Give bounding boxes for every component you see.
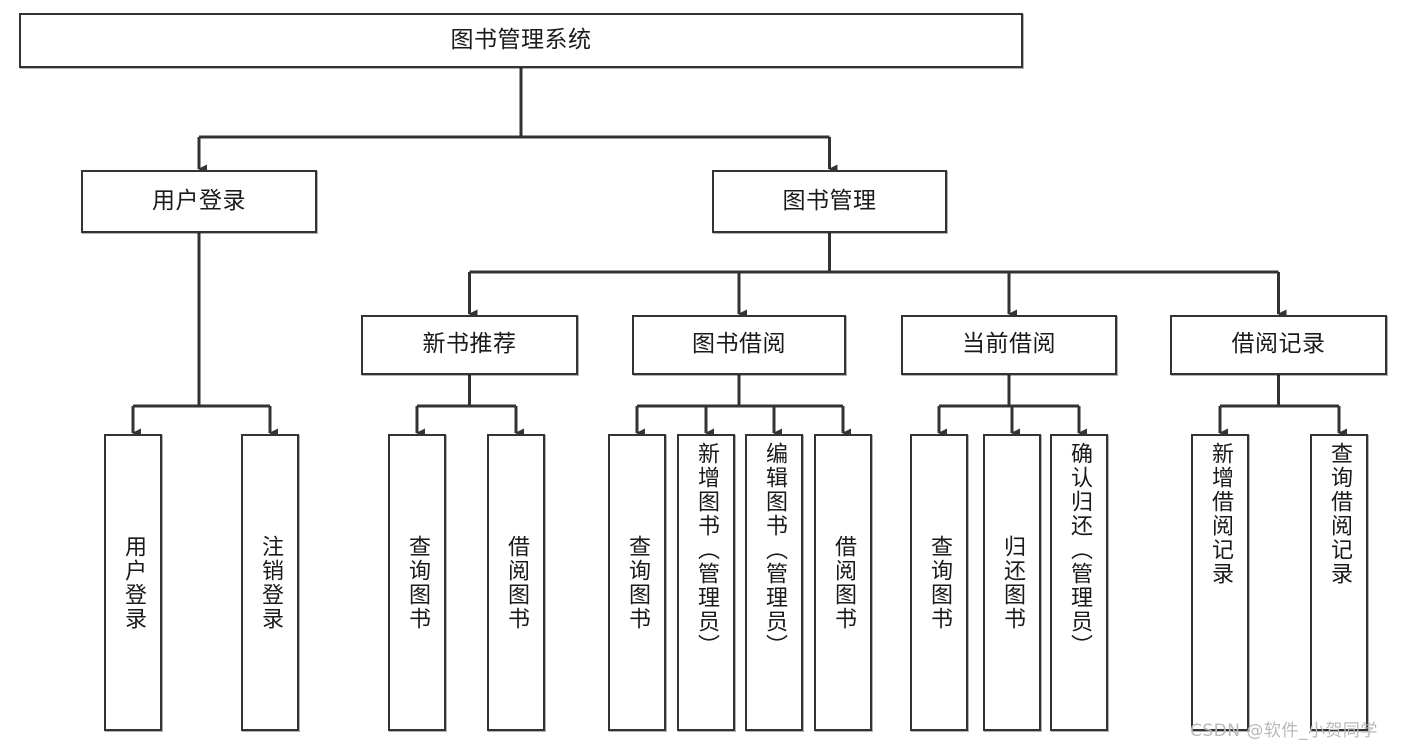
- node-cur-confirm-ret[interactable]: 确认归还（管理员）: [1050, 434, 1108, 731]
- node-current-borrow[interactable]: 当前借阅: [901, 315, 1117, 375]
- node-label-user-login: 用户登录: [152, 187, 246, 214]
- node-new-book-rec[interactable]: 新书推荐: [361, 315, 578, 375]
- node-rec-query-book[interactable]: 查询图书: [388, 434, 446, 731]
- node-label-current-borrow: 当前借阅: [962, 331, 1056, 358]
- node-rec-query-record[interactable]: 查询借阅记录: [1310, 434, 1368, 731]
- node-brw-add-book[interactable]: 新增图书（管理员）: [677, 434, 735, 731]
- node-label-rec-borrow-book: 借阅图书: [504, 534, 529, 631]
- node-label-login-user: 用户登录: [121, 534, 146, 631]
- node-label-root: 图书管理系统: [450, 26, 592, 53]
- node-label-new-book-rec: 新书推荐: [422, 331, 517, 358]
- node-label-logout-user: 注销登录: [258, 534, 283, 631]
- node-root[interactable]: 图书管理系统: [19, 13, 1023, 68]
- node-book-borrow[interactable]: 图书借阅: [632, 315, 846, 375]
- node-borrow-record[interactable]: 借阅记录: [1170, 315, 1387, 375]
- node-label-rec-query-book: 查询图书: [405, 534, 430, 631]
- node-label-brw-borrow-book: 借阅图书: [831, 534, 856, 631]
- node-label-book-manage: 图书管理: [782, 187, 877, 214]
- node-label-brw-add-book: 新增图书（管理员）: [694, 442, 719, 658]
- node-label-rec-query-record: 查询借阅记录: [1327, 442, 1352, 586]
- node-cur-query-book[interactable]: 查询图书: [910, 434, 968, 731]
- node-label-brw-edit-book: 编辑图书（管理员）: [762, 442, 787, 658]
- node-label-cur-query-book: 查询图书: [927, 534, 952, 631]
- node-label-borrow-record: 借阅记录: [1231, 331, 1326, 358]
- node-rec-add-record[interactable]: 新增借阅记录: [1191, 434, 1249, 731]
- node-label-book-borrow: 图书借阅: [692, 331, 786, 358]
- node-user-login[interactable]: 用户登录: [81, 170, 317, 233]
- node-brw-query-book[interactable]: 查询图书: [608, 434, 666, 731]
- watermark-text: CSDN @软件_小贺同学: [1190, 721, 1378, 741]
- node-label-cur-return-book: 归还图书: [1000, 534, 1025, 631]
- node-label-brw-query-book: 查询图书: [625, 534, 650, 631]
- node-brw-edit-book[interactable]: 编辑图书（管理员）: [745, 434, 803, 731]
- node-rec-borrow-book[interactable]: 借阅图书: [487, 434, 545, 731]
- connector-lines: [131, 68, 1347, 438]
- node-brw-borrow-book[interactable]: 借阅图书: [814, 434, 872, 731]
- node-label-rec-add-record: 新增借阅记录: [1208, 442, 1233, 586]
- node-login-user[interactable]: 用户登录: [104, 434, 162, 731]
- node-cur-return-book[interactable]: 归还图书: [983, 434, 1041, 731]
- node-label-cur-confirm-ret: 确认归还（管理员）: [1067, 442, 1092, 658]
- node-book-manage[interactable]: 图书管理: [712, 170, 947, 233]
- node-logout-user[interactable]: 注销登录: [241, 434, 299, 731]
